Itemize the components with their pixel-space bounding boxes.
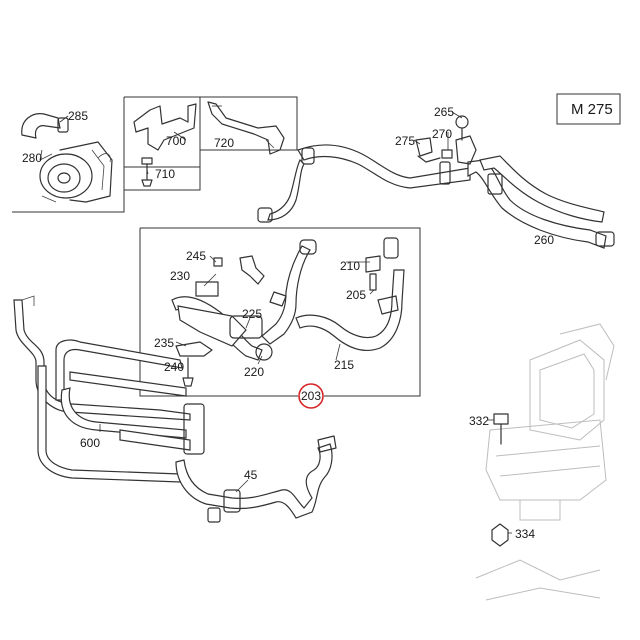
oil-cooler-drawing (13, 295, 205, 483)
part-600-label[interactable]: 600 (80, 436, 100, 450)
power-steering-pump-drawing (21, 113, 113, 203)
part-225-label[interactable]: 225 (242, 307, 262, 321)
part-215-label[interactable]: 215 (334, 358, 354, 372)
part-334-label[interactable]: 334 (515, 527, 535, 541)
part-260-label[interactable]: 260 (534, 233, 554, 247)
part-labels: 285 280 700 710 720 265 270 275 260 245 … (22, 105, 554, 541)
engine-bracket-ghost (475, 323, 615, 601)
pressure-hose-box (139, 227, 421, 397)
part-205-label[interactable]: 205 (346, 288, 366, 302)
part-203-label[interactable]: 203 (301, 389, 321, 403)
bracket-720-drawing (207, 101, 285, 155)
part-235-label[interactable]: 235 (154, 336, 174, 350)
part-280-label[interactable]: 280 (22, 151, 42, 165)
part-265-label[interactable]: 265 (434, 105, 454, 119)
part-245-label[interactable]: 245 (186, 249, 206, 263)
part-210-label[interactable]: 210 (340, 259, 360, 273)
part-203-highlight (298, 383, 324, 409)
pressure-hose-drawing (171, 237, 405, 387)
part-270-label[interactable]: 270 (432, 127, 452, 141)
suction-line-drawing (175, 435, 337, 523)
part-275-label[interactable]: 275 (395, 134, 415, 148)
leader-lines (39, 105, 512, 534)
part-285-label[interactable]: 285 (68, 109, 88, 123)
model-label: M 275 (571, 101, 613, 118)
part-220-label[interactable]: 220 (244, 365, 264, 379)
part-710-label[interactable]: 710 (155, 167, 175, 181)
inset-boxes (12, 96, 298, 213)
part-720-label[interactable]: 720 (214, 136, 234, 150)
part-332-label[interactable]: 332 (469, 414, 489, 428)
bracket-700-drawing (133, 103, 197, 187)
bolt-332-drawing (493, 413, 509, 445)
part-45-label[interactable]: 45 (244, 468, 258, 482)
part-230-label[interactable]: 230 (170, 269, 190, 283)
part-240-label[interactable]: 240 (164, 360, 184, 374)
model-box: M 275 (556, 93, 621, 125)
part-700-label[interactable]: 700 (166, 134, 186, 148)
return-line-drawing (257, 115, 615, 249)
nut-334-drawing (491, 523, 509, 547)
